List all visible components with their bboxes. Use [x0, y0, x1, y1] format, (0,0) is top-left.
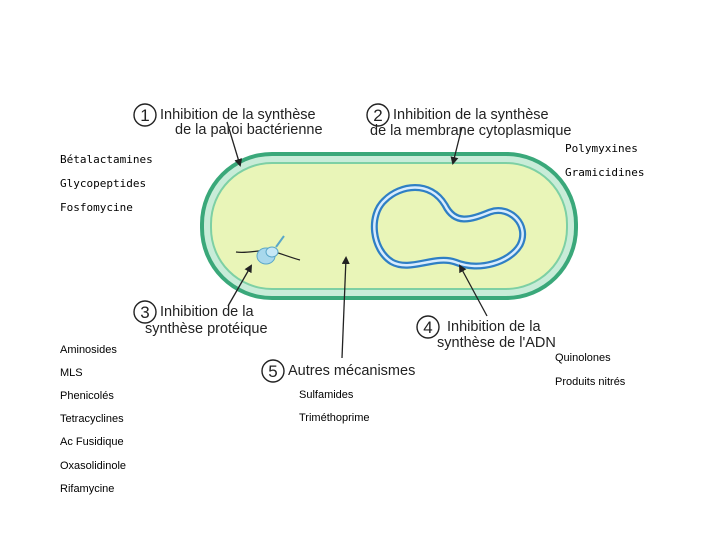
drug-membrane-0: Polymyxines [565, 142, 638, 155]
circle-3 [133, 300, 157, 324]
mechanism-2-line2: de la membrane cytoplasmique [370, 123, 572, 139]
drug-protein-4: Ac Fusidique [60, 436, 124, 448]
drug-wall-1: Glycopeptides [60, 177, 147, 190]
bacterial-cell [200, 152, 578, 300]
drug-dna-1: Produits nitrés [555, 376, 626, 388]
ribosome [235, 235, 301, 265]
mechanism-1-line1: Inhibition de la synthèse [160, 107, 316, 123]
arrow-1 [226, 121, 243, 167]
drug-wall-2: Fosfomycine [60, 201, 133, 214]
dna-strand [370, 184, 527, 270]
drug-wall-0: Bétalactamines [60, 153, 153, 166]
arrow-5 [341, 256, 350, 359]
drug-other-0: Sulfamides [299, 389, 354, 401]
drug-protein-6: Rifamycine [60, 483, 115, 495]
mechanism-4-line2: synthèse de l'ADN [437, 335, 556, 351]
drug-protein-3: Tetracyclines [60, 413, 124, 425]
circle-2 [366, 103, 390, 127]
mechanism-circles [133, 103, 440, 383]
mechanism-3-number: 3 [140, 303, 149, 322]
arrow-4 [459, 264, 488, 317]
mechanism-5-line1: Autres mécanismes [288, 363, 415, 379]
drug-dna-0: Quinolones [555, 352, 611, 364]
arrow-3 [227, 264, 252, 307]
drug-protein-2: Phenicolés [60, 390, 114, 402]
drug-protein-5: Oxasolidinole [60, 460, 127, 472]
drug-membrane-1: Gramicidines [565, 166, 645, 179]
mechanism-4-number: 4 [423, 318, 432, 337]
cytoplasm [212, 164, 566, 288]
drug-other-1: Triméthoprime [299, 412, 370, 424]
mechanism-1-line2: de la paroi bactérienne [175, 122, 323, 138]
mechanism-2-line1: Inhibition de la synthèse [393, 107, 549, 123]
arrow-2 [450, 126, 463, 165]
mechanism-3-line2: synthèse protéique [145, 321, 268, 337]
drug-protein-1: MLS [60, 367, 83, 379]
pointer-arrows [226, 121, 488, 359]
circle-5 [261, 359, 285, 383]
drug-protein-0: Aminosides [60, 344, 117, 356]
circle-4 [416, 315, 440, 339]
mechanism-3-line1: Inhibition de la [160, 304, 254, 320]
circle-1 [133, 103, 157, 127]
mechanism-4-line1: Inhibition de la [447, 319, 541, 335]
mechanism-5-number: 5 [268, 362, 277, 381]
mechanism-1-number: 1 [140, 106, 149, 125]
mechanism-2-number: 2 [373, 106, 382, 125]
